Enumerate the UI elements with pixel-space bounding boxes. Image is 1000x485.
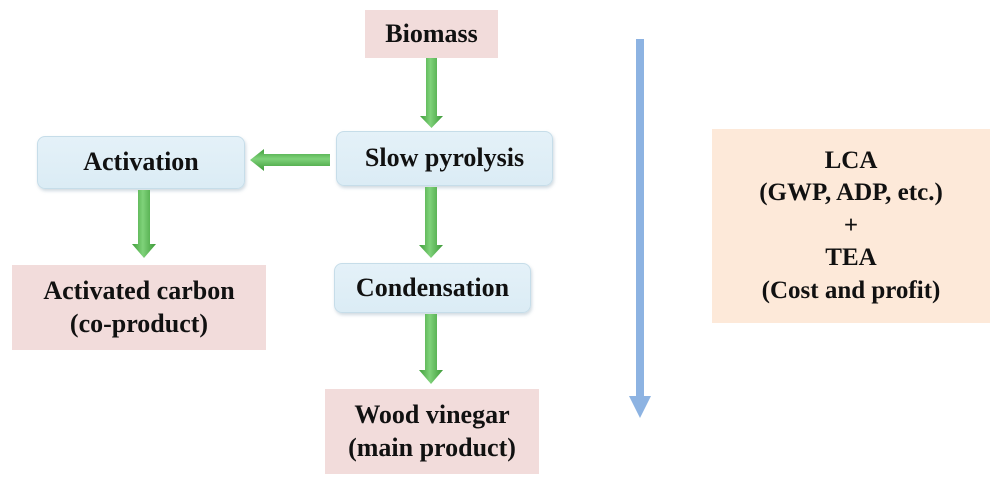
activation-label: Activation	[83, 147, 199, 177]
condensation-label: Condensation	[355, 272, 510, 302]
arrow-pyrolysis-to-activation	[250, 149, 330, 171]
biomass-node: Biomass	[365, 10, 498, 58]
lca-indicators: (GWP, ADP, etc.)	[759, 179, 943, 207]
tea-label: TEA	[825, 244, 877, 272]
condensation-node: Condensation	[334, 263, 531, 313]
lca-label: LCA	[824, 146, 878, 174]
activation-node: Activation	[37, 136, 245, 189]
assessment-node: LCA (GWP, ADP, etc.) + TEA (Cost and pro…	[712, 129, 990, 323]
arrow-biomass-to-pyrolysis	[420, 58, 443, 128]
biomass-label: Biomass	[385, 18, 478, 48]
activated-carbon-node: Activated carbon (co-product)	[12, 265, 266, 350]
arrow-pyrolysis-to-condensation	[419, 187, 443, 258]
wood-vinegar-node: Wood vinegar (main product)	[325, 389, 539, 474]
arrow-condensation-to-vinegar	[419, 314, 443, 384]
arrow-activation-to-carbon	[132, 190, 156, 258]
scope-arrow-shaft	[636, 39, 644, 396]
activated-carbon-sublabel: (co-product)	[69, 308, 209, 338]
scope-arrow-head	[629, 396, 651, 418]
slow-pyrolysis-node: Slow pyrolysis	[336, 131, 553, 186]
wood-vinegar-label: Wood vinegar	[354, 400, 510, 429]
slow-pyrolysis-label: Slow pyrolysis	[364, 143, 525, 173]
wood-vinegar-sublabel: (main product)	[348, 432, 516, 462]
activated-carbon-label: Activated carbon	[43, 276, 235, 305]
tea-indicators: (Cost and profit)	[761, 276, 941, 304]
plus-sign: +	[843, 211, 859, 239]
